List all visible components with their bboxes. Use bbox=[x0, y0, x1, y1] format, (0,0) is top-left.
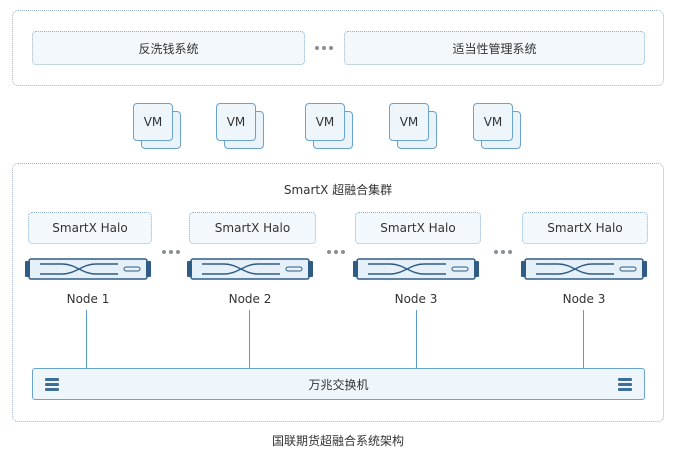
suitability-system-box: 适当性管理系统 bbox=[344, 31, 645, 65]
vm-2: VM bbox=[216, 103, 268, 153]
halo-ellipsis-3 bbox=[494, 250, 512, 254]
server-icon bbox=[187, 258, 313, 280]
switch-port-icon bbox=[618, 378, 632, 392]
vm-5: VM bbox=[473, 103, 525, 153]
vm-1: VM bbox=[133, 103, 185, 153]
switch-port-icon bbox=[45, 378, 59, 392]
node-label: Node 1 bbox=[66, 292, 110, 306]
server-icon bbox=[521, 258, 647, 280]
vm-label: VM bbox=[305, 103, 345, 141]
vm-4: VM bbox=[389, 103, 441, 153]
halo-box-2: SmartX Halo bbox=[189, 212, 316, 244]
node-label: Node 3 bbox=[562, 292, 606, 306]
vm-label: VM bbox=[389, 103, 429, 141]
halo-ellipsis-2 bbox=[327, 250, 345, 254]
halo-ellipsis-1 bbox=[162, 250, 180, 254]
systems-ellipsis bbox=[315, 46, 333, 50]
diagram-caption: 国联期货超融合系统架构 bbox=[271, 434, 404, 448]
halo-label: SmartX Halo bbox=[52, 221, 128, 235]
halo-label: SmartX Halo bbox=[214, 221, 291, 235]
node-link bbox=[86, 310, 88, 368]
node-label: Node 3 bbox=[394, 292, 438, 306]
suitability-system-label: 适当性管理系统 bbox=[452, 41, 537, 56]
cluster-title: SmartX 超融合集群 bbox=[283, 183, 393, 197]
halo-label: SmartX Halo bbox=[380, 221, 456, 235]
node-link bbox=[416, 310, 418, 368]
node-label: Node 2 bbox=[228, 292, 272, 306]
halo-label: SmartX Halo bbox=[547, 221, 623, 235]
vm-label: VM bbox=[133, 103, 173, 141]
vm-label: VM bbox=[216, 103, 256, 141]
halo-box-1: SmartX Halo bbox=[28, 212, 152, 244]
aml-system-box: 反洗钱系统 bbox=[32, 31, 305, 65]
server-icon bbox=[25, 258, 151, 280]
node-link bbox=[249, 310, 251, 368]
switch-bar: 万兆交换机 bbox=[32, 368, 645, 400]
switch-label: 万兆交换机 bbox=[308, 377, 369, 392]
business-systems-frame bbox=[12, 10, 664, 86]
vm-3: VM bbox=[305, 103, 357, 153]
node-link bbox=[583, 310, 585, 368]
halo-box-3: SmartX Halo bbox=[355, 212, 481, 244]
aml-system-label: 反洗钱系统 bbox=[138, 41, 199, 56]
server-icon bbox=[353, 258, 479, 280]
cluster-frame bbox=[12, 163, 664, 422]
halo-box-4: SmartX Halo bbox=[522, 212, 648, 244]
vm-label: VM bbox=[473, 103, 513, 141]
